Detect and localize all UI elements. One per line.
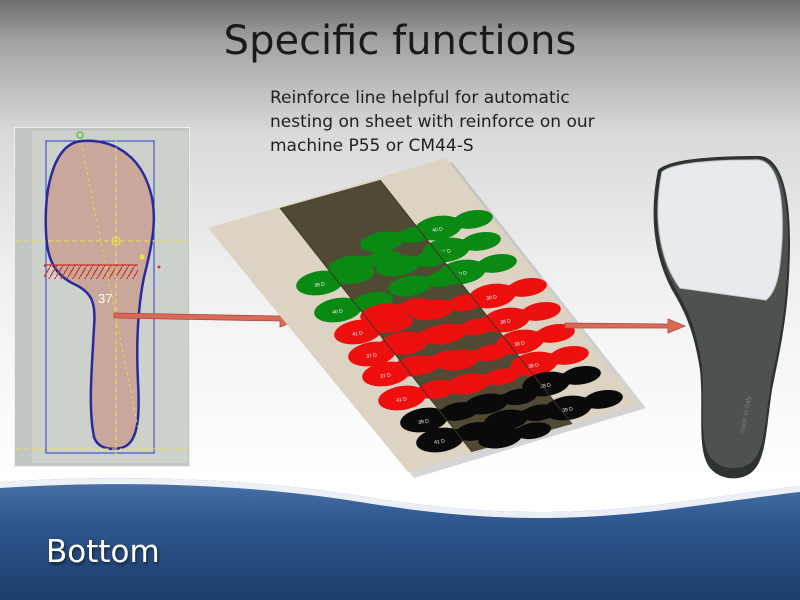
sole-outline [44,139,156,451]
black-sole-1: 38 D [522,365,601,397]
black-sole-6: 41 D [416,421,495,453]
red-sole-4 [360,298,434,325]
nesting-sheet-image: 40 D 41 D 39 D 40 D 40 D 38 D 41 D 38 D 37 D 38 D… [208,158,645,478]
green-sole-7: 40 D [438,253,517,285]
size-label: 37 [98,291,112,306]
svg-text:40 D: 40 D [432,226,444,234]
svg-text:38 D: 38 D [514,340,526,348]
svg-text:41 D: 41 D [440,248,452,256]
svg-text:40 D: 40 D [332,308,344,316]
red-sole-3: 41 D [334,313,413,345]
description: Reinforce line helpful for automatic nes… [270,86,600,158]
red-sole-13: 38 D [510,345,589,377]
svg-text:39 D: 39 D [562,406,574,414]
slide-title: Specific functions [223,18,577,64]
svg-text:41 D: 41 D [352,330,364,338]
red-sole-14 [446,368,520,395]
green-sole-1: 40 D [414,209,493,241]
black-sole-3: 39 D [400,401,479,433]
description-line-1: Reinforce line helpful for automatic [270,88,570,108]
svg-text:38 D: 38 D [500,318,512,326]
red-sole-12 [392,350,466,377]
description-line-3: machine P55 or CM44-S [270,136,474,156]
green-sole-5: 39 D [296,264,375,296]
green-sole-6 [376,250,450,277]
svg-text:39 D: 39 D [314,281,326,289]
red-sole-8 [380,326,454,353]
svg-text:38 D: 38 D [486,294,498,302]
svg-text:39 D: 39 D [418,418,430,426]
arrow-to-photo-icon [564,318,687,334]
green-sole-3: 41 D [422,231,501,263]
bottom-band [0,478,800,600]
black-sole-7 [478,422,552,449]
svg-text:38 D: 38 D [540,382,552,390]
cad-sole-image: 37 [14,127,190,467]
svg-text:37 D: 37 D [380,372,392,380]
svg-text:41 D: 41 D [434,438,446,446]
sole-photo-image: made in Italy [653,156,790,479]
green-sole-8 [388,270,462,297]
svg-text:40 D: 40 D [456,270,468,278]
svg-text:38 D: 38 D [528,362,540,370]
black-sole-5: 39 D [544,389,623,421]
svg-text:37 D: 37 D [366,352,378,360]
svg-text:41 D: 41 D [396,396,408,404]
description-line-2: nesting on sheet with reinforce on our [270,112,595,132]
green-sole-2 [360,226,434,253]
green-sole-9: 40 D [314,291,393,323]
section-label: Bottom [46,534,160,570]
